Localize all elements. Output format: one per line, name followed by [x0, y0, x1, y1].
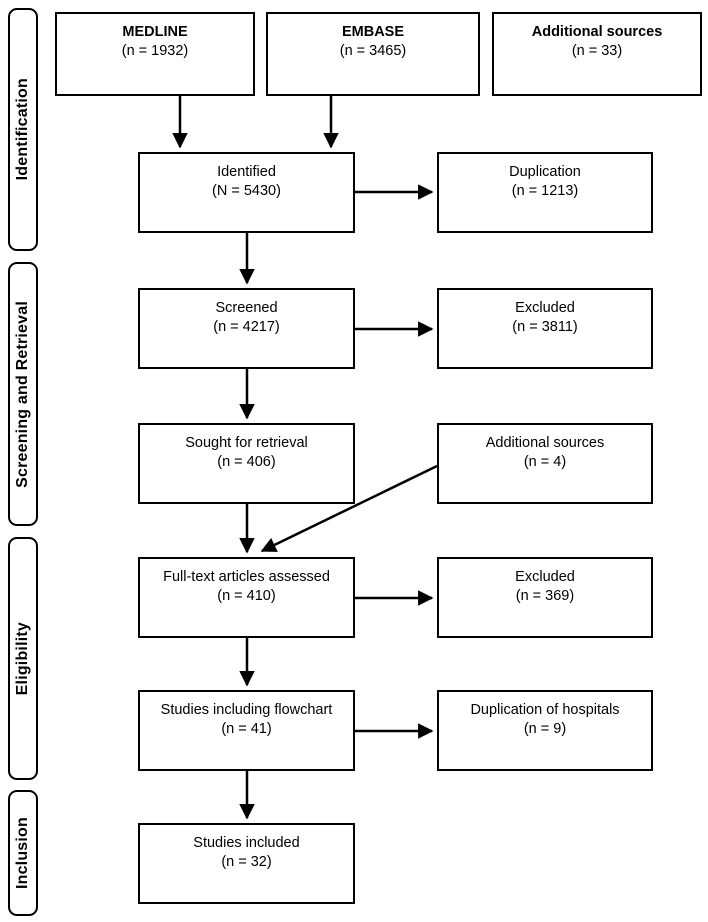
phase-label-identification: Identification	[8, 8, 38, 251]
node-title: Full-text articles assessed	[163, 569, 330, 585]
phase-label-text: Identification	[14, 78, 31, 181]
node-title: EMBASE	[341, 24, 405, 40]
node-excluded-screening: Excluded (n = 3811)	[437, 288, 653, 369]
node-count: (n = 9)	[523, 721, 567, 738]
node-studies-included: Studies included (n = 32)	[138, 823, 355, 904]
node-screened: Screened (n = 4217)	[138, 288, 355, 369]
node-count: (n = 1932)	[121, 43, 189, 60]
phase-label-inclusion: Inclusion	[8, 790, 38, 916]
node-full-text-articles-assessed: Full-text articles assessed (n = 410)	[138, 557, 355, 638]
node-additional-sources-retrieval: Additional sources (n = 4)	[437, 423, 653, 504]
node-count: (n = 406)	[217, 454, 276, 471]
phase-label-text: Screening and Retrieval	[14, 300, 31, 488]
node-embase: EMBASE (n = 3465)	[266, 12, 480, 96]
node-count: (n = 3465)	[339, 43, 407, 60]
node-count: (n = 3811)	[512, 319, 578, 336]
node-count: (n = 32)	[221, 854, 272, 871]
node-title: Additional sources	[531, 24, 663, 40]
node-medline: MEDLINE (n = 1932)	[55, 12, 255, 96]
node-count: (n = 1213)	[511, 183, 579, 200]
node-count: (n = 41)	[221, 721, 272, 738]
node-title: Studies included	[193, 835, 300, 851]
node-excluded-eligibility: Excluded (n = 369)	[437, 557, 653, 638]
node-duplication: Duplication (n = 1213)	[437, 152, 653, 233]
node-identified: Identified (N = 5430)	[138, 152, 355, 233]
node-additional-sources-identification: Additional sources (n = 33)	[492, 12, 702, 96]
node-count: (n = 33)	[571, 43, 623, 60]
node-count: (N = 5430)	[212, 183, 281, 200]
node-title: Screened	[215, 300, 278, 316]
node-count: (n = 410)	[217, 588, 276, 605]
node-title: Additional sources	[485, 435, 605, 451]
node-count: (n = 369)	[515, 588, 575, 605]
node-title: Duplication	[509, 164, 581, 180]
node-title: Excluded	[515, 300, 575, 316]
node-title: MEDLINE	[122, 24, 188, 40]
phase-label-eligibility: Eligibility	[8, 537, 38, 780]
node-count: (n = 4217)	[213, 319, 280, 336]
node-studies-including-flowchart: Studies including flowchart (n = 41)	[138, 690, 355, 771]
node-count: (n = 4)	[523, 454, 567, 471]
node-duplication-of-hospitals: Duplication of hospitals (n = 9)	[437, 690, 653, 771]
node-title: Duplication of hospitals	[470, 702, 620, 718]
node-title: Studies including flowchart	[160, 702, 333, 718]
node-title: Excluded	[515, 569, 575, 585]
node-sought-for-retrieval: Sought for retrieval (n = 406)	[138, 423, 355, 504]
node-title: Sought for retrieval	[185, 435, 308, 451]
node-title: Identified	[217, 164, 276, 180]
phase-label-text: Inclusion	[14, 816, 31, 890]
phase-label-text: Eligibility	[14, 621, 31, 696]
phase-label-screening-and-retrieval: Screening and Retrieval	[8, 262, 38, 526]
